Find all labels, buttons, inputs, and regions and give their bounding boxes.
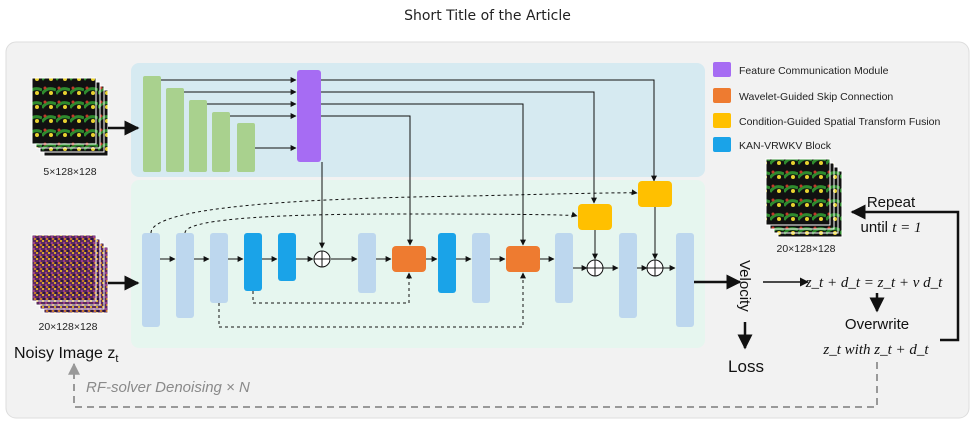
- feature-communication-module: [297, 70, 321, 162]
- noisy-image-label: Noisy Image zt: [14, 345, 118, 365]
- overwrite-expression: z_t with z_t + d_t: [822, 342, 929, 358]
- add-operators: [313, 250, 664, 277]
- legend-label-fcm: Feature Communication Module: [739, 65, 889, 77]
- legend: Feature Communication Module Wavelet-Gui…: [713, 62, 941, 152]
- velocity-label: Velocity: [736, 260, 753, 312]
- output-image-stack: [765, 158, 843, 238]
- unet-blocks: [142, 233, 694, 327]
- wavelet-skip-blocks: [392, 246, 540, 272]
- condition-dims: 5×128×128: [43, 166, 96, 178]
- update-equation: z_t + d_t = z_t + v d_t: [805, 275, 943, 291]
- repeat-label: Repeat: [867, 194, 916, 211]
- until-label: until t = 1: [861, 219, 922, 236]
- loss-label: Loss: [728, 357, 764, 376]
- skip-connections: [150, 189, 638, 328]
- legend-label-kan: KAN-VRWKV Block: [739, 140, 832, 152]
- output-dims: 20×128×128: [777, 243, 836, 255]
- condition-image-stack: [31, 77, 109, 157]
- legend-label-wavelet: Wavelet-Guided Skip Connection: [739, 91, 893, 103]
- legend-label-condition: Condition-Guided Spatial Transform Fusio…: [739, 116, 941, 128]
- kan-vrwkv-blocks: [244, 233, 456, 293]
- encoder-blocks: [143, 76, 255, 172]
- noisy-dims: 20×128×128: [39, 321, 98, 333]
- page-title: Short Title of the Article: [404, 8, 571, 24]
- denoising-loop-arrow: [68, 362, 878, 408]
- noisy-image-stack: [31, 234, 109, 314]
- condition-fusion-blocks: [578, 181, 672, 230]
- denoising-label: RF-solver Denoising × N: [86, 379, 250, 396]
- overwrite-label: Overwrite: [845, 316, 909, 333]
